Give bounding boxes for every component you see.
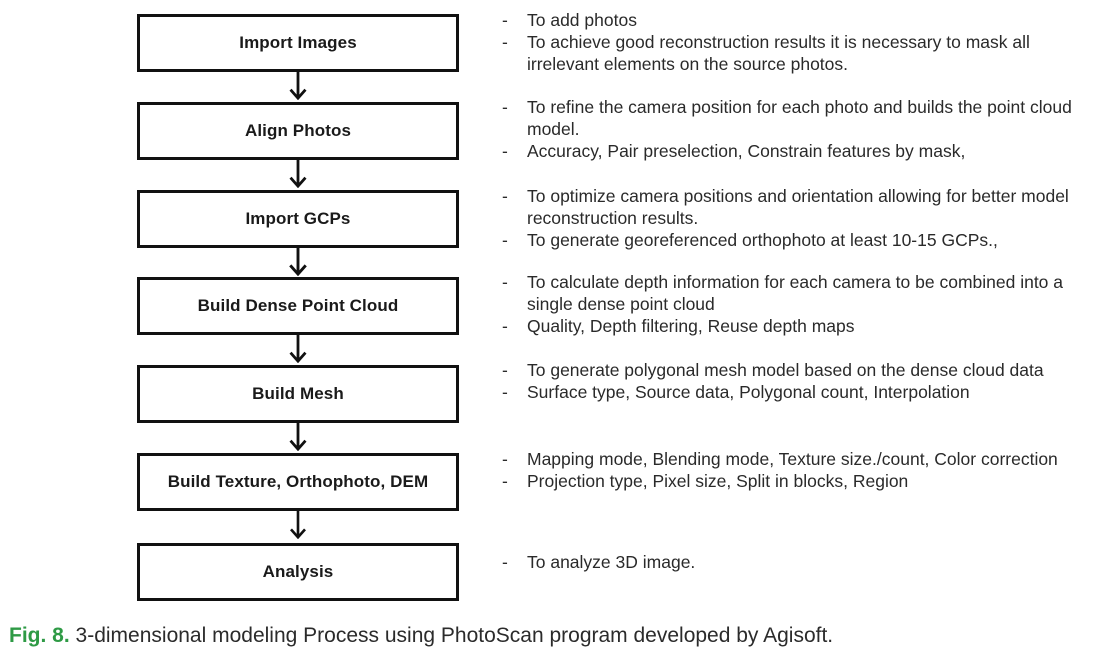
down-arrow-icon [289,423,307,451]
bullet-dash: - [502,32,508,52]
note-item: -To add photos [502,9,1092,31]
bullet-dash: - [502,10,508,30]
step-label: Build Dense Point Cloud [197,296,399,315]
note-item: -Mapping mode, Blending mode, Texture si… [502,448,1092,470]
note-text: To generate polygonal mesh model based o… [527,360,1044,380]
bullet-dash: - [502,471,508,491]
bullet-dash: - [502,141,508,161]
note-item: -To generate georeferenced orthophoto at… [502,229,1092,251]
note-item: -Surface type, Source data, Polygonal co… [502,381,1092,403]
note-text: To add photos [527,10,637,30]
step-box-2: Align Photos [137,102,459,160]
figure-label: Fig. 8. [9,624,70,647]
down-arrow-icon [289,335,307,363]
note-item: -To refine the camera position for each … [502,96,1092,140]
note-item: -To analyze 3D image. [502,551,1092,573]
bullet-dash: - [502,382,508,402]
bullet-dash: - [502,230,508,250]
note-text: To calculate depth information for each … [527,272,1064,314]
step-box-4: Build Dense Point Cloud [137,277,459,335]
step-label: Analysis [262,562,334,581]
note-text: Quality, Depth filtering, Reuse depth ma… [527,316,855,336]
step-box-6: Build Texture, Orthophoto, DEM [137,453,459,511]
notes-block-1: -To add photos-To achieve good reconstru… [502,9,1092,75]
bullet-dash: - [502,316,508,336]
notes-block-3: -To optimize camera positions and orient… [502,185,1092,251]
note-text: Mapping mode, Blending mode, Texture siz… [527,449,1058,469]
notes-block-4: -To calculate depth information for each… [502,271,1092,337]
notes-block-5: -To generate polygonal mesh model based … [502,359,1092,403]
step-box-3: Import GCPs [137,190,459,248]
down-arrow-icon [289,72,307,100]
figure-caption-text: 3-dimensional modeling Process using Pho… [75,624,834,647]
step-label: Build Texture, Orthophoto, DEM [167,472,429,491]
note-item: -Projection type, Pixel size, Split in b… [502,470,1092,492]
down-arrow-icon [289,160,307,188]
note-item: -To optimize camera positions and orient… [502,185,1092,229]
notes-block-2: -To refine the camera position for each … [502,96,1092,162]
note-text: To analyze 3D image. [527,552,696,572]
figure-caption: Fig. 8. 3-dimensional modeling Process u… [9,624,833,648]
step-label: Import GCPs [245,209,351,228]
note-item: -To calculate depth information for each… [502,271,1092,315]
notes-block-7: -To analyze 3D image. [502,551,1092,573]
note-item: -To achieve good reconstruction results … [502,31,1092,75]
note-text: Projection type, Pixel size, Split in bl… [527,471,909,491]
step-label: Import Images [239,33,357,52]
bullet-dash: - [502,97,508,117]
down-arrow-icon [290,511,306,539]
bullet-dash: - [502,272,508,292]
down-arrow-icon [289,248,307,276]
bullet-dash: - [502,449,508,469]
note-text: To generate georeferenced orthophoto at … [527,230,998,250]
step-label: Align Photos [244,121,352,140]
notes-block-6: -Mapping mode, Blending mode, Texture si… [502,448,1092,492]
note-item: -Accuracy, Pair preselection, Constrain … [502,140,1092,162]
note-text: To optimize camera positions and orienta… [527,186,1069,228]
note-text: Surface type, Source data, Polygonal cou… [527,382,970,402]
note-text: Accuracy, Pair preselection, Constrain f… [527,141,966,161]
bullet-dash: - [502,552,508,572]
step-box-5: Build Mesh [137,365,459,423]
bullet-dash: - [502,360,508,380]
note-item: -Quality, Depth filtering, Reuse depth m… [502,315,1092,337]
note-text: To achieve good reconstruction results i… [527,32,1030,74]
bullet-dash: - [502,186,508,206]
note-text: To refine the camera position for each p… [527,97,1072,139]
step-box-7: Analysis [137,543,459,601]
note-item: -To generate polygonal mesh model based … [502,359,1092,381]
step-label: Build Mesh [252,384,344,403]
step-box-1: Import Images [137,14,459,72]
